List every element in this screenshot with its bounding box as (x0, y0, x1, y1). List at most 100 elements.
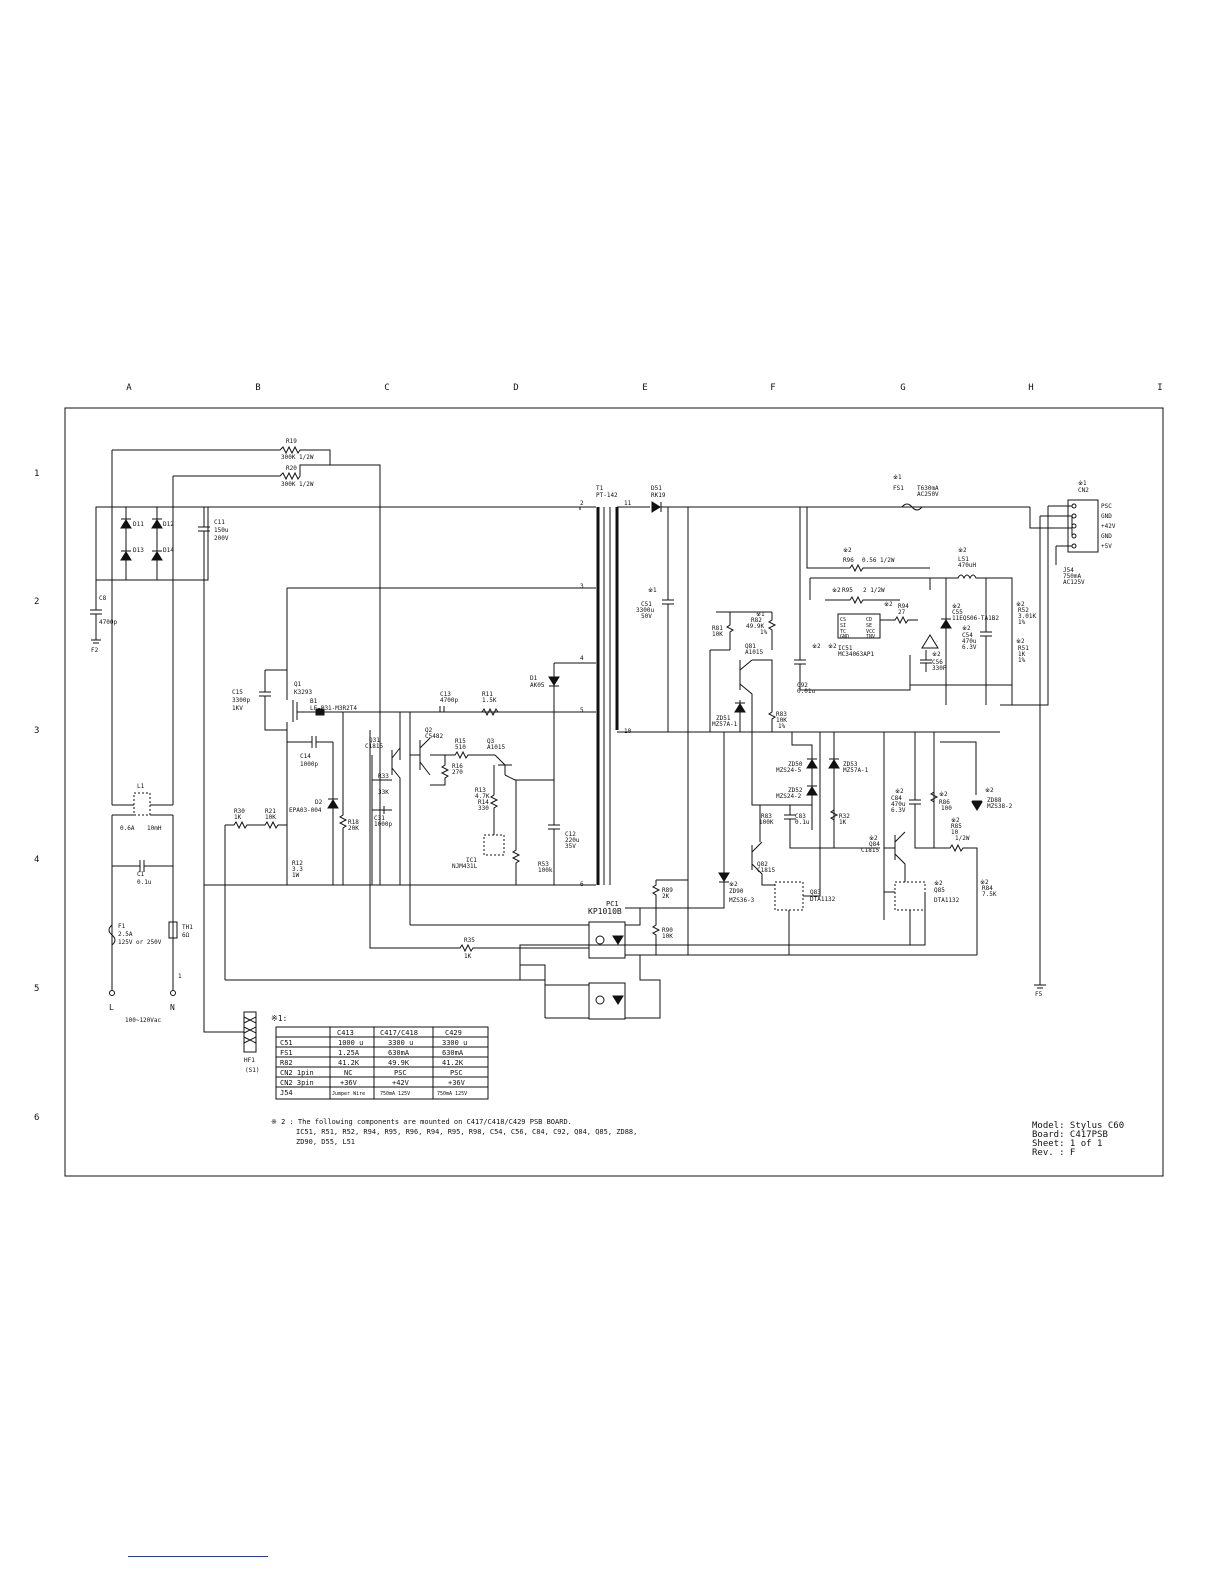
ic51-pin-label: TC (840, 629, 846, 635)
zd52-value: MZS24-2 (776, 793, 802, 800)
note2-block: ※ 2 : The following components are mount… (271, 1118, 637, 1146)
note2-line: ※ 2 : The following components are mount… (271, 1118, 572, 1126)
table-cell: C51 (280, 1039, 293, 1047)
table-cell: 630mA (388, 1049, 410, 1057)
r12-value: 3.3 (292, 866, 303, 873)
row-label: 6 (34, 1113, 39, 1123)
cn2-pin-label: GND (1101, 533, 1112, 540)
grid-column-labels: A B C D E F G H I (126, 383, 1162, 393)
d51-ref: D51 (651, 485, 662, 492)
ic51-ref: IC51 (838, 645, 853, 652)
r85-value: 10 (951, 829, 959, 836)
r21-value: 10K (265, 814, 276, 821)
t1-value: PT-142 (596, 492, 618, 499)
table-cell: R82 (280, 1059, 293, 1067)
column-label: I (1157, 383, 1162, 393)
r20-ref: R20 (286, 465, 297, 472)
r20-value: 300K 1/2W (281, 481, 314, 488)
ic51-pin-label: INV (866, 634, 875, 640)
q85-ref: Q85 (934, 887, 945, 894)
f2-label: F2 (91, 647, 99, 654)
c11-value: 150u (214, 527, 229, 534)
d1-value: AK05 (530, 682, 545, 689)
zd90-note-mark: ※2 (729, 881, 738, 888)
t1-pin-3: 3 (580, 583, 584, 590)
r83-value: 10K (776, 717, 787, 724)
r94-value: 27 (898, 609, 906, 616)
column-label: F (770, 383, 775, 393)
r15-value: 510 (455, 744, 466, 751)
q83-ref: Q83 (810, 889, 821, 896)
zd50-value: MZS24-5 (776, 767, 802, 774)
r82-note-mark: ※1 (756, 611, 765, 618)
column-label: E (642, 383, 647, 393)
r13-value: 4.7K (475, 793, 490, 800)
r52-note-mark: ※2 (1016, 601, 1025, 608)
r19-ref: R19 (286, 438, 297, 445)
r51-tolerance: 1% (1018, 657, 1026, 664)
c51-ref: C51 (641, 601, 652, 608)
q1-ref: Q1 (294, 681, 302, 688)
r32-ref: R32 (839, 813, 850, 820)
c84-note-mark: ※2 (895, 788, 904, 795)
zd53-value: MZ57A-1 (843, 767, 869, 774)
q85-value: DTA1132 (934, 897, 960, 904)
r18-ref: R18 (348, 819, 359, 826)
r90-ref: R90 (662, 927, 673, 934)
line-l-label: L (109, 1003, 114, 1012)
l51-ref: L51 (958, 556, 969, 563)
q82-value: C1815 (757, 867, 775, 874)
ic1-value: NJM431L (452, 863, 478, 870)
column-label: A (126, 383, 132, 393)
c15-ref: C15 (232, 689, 243, 696)
c11-ref: C11 (214, 519, 225, 526)
column-label: D (513, 383, 518, 393)
c51-value: 3300u (636, 607, 654, 614)
column-label: B (255, 383, 260, 393)
d51-value: RK19 (651, 492, 666, 499)
f1-value: 2.5A (118, 931, 133, 938)
hf1-ref: HF1 (244, 1057, 255, 1064)
table-cell: 750mA 125V (437, 1091, 467, 1097)
r53-value: 100k (538, 867, 553, 874)
zd51-value: MZ57A-1 (712, 721, 738, 728)
r11-value: 1.5K (482, 697, 497, 704)
table-header-cell: C417/C418 (380, 1029, 418, 1037)
c83-ref: C83 (795, 813, 806, 820)
d13-label: D13 (133, 547, 144, 554)
t1-pin-5: 5 (580, 707, 584, 714)
r11-ref: R11 (482, 691, 493, 698)
ic51-value: MC34063AP1 (838, 651, 875, 658)
d11-label: D11 (133, 521, 144, 528)
row-label: 4 (34, 855, 39, 865)
r82-ref: R82 (751, 617, 762, 624)
zd50-ref: ZD50 (788, 761, 803, 768)
table-cell: +42V (392, 1079, 410, 1087)
q31-value: C1815 (365, 743, 383, 750)
d12-label: D12 (163, 521, 174, 528)
fs1-ref: FS1 (893, 485, 904, 492)
q85-note-mark: ※2 (934, 880, 943, 887)
cn2-ref: CN2 (1078, 487, 1089, 494)
r51-ref: R51 (1018, 645, 1029, 652)
primary-section: T1 PT-142 2 3 4 5 6 11 10 C15 3300p 1KV … (204, 485, 632, 980)
c55-ref: C55 (952, 609, 963, 616)
c84-ref: C84 (891, 795, 902, 802)
title-revision: Rev. : F (1032, 1148, 1075, 1158)
c31-ref: C31 (374, 815, 385, 822)
title-model: Model: Stylus C60 (1032, 1121, 1124, 1131)
c56-note-mark: ※2 (932, 651, 941, 658)
title-sheet: Sheet: 1 of 1 (1032, 1139, 1102, 1149)
r52-ref: R52 (1018, 607, 1029, 614)
ac-input-label: 100~120Vac (125, 1017, 162, 1024)
table-cell: 630mA (442, 1049, 464, 1057)
c31-value: 1000p (374, 821, 392, 828)
r14-ref: R14 (478, 799, 489, 806)
q2-value: C5482 (425, 733, 443, 740)
c54-value: 470u (962, 638, 977, 645)
c51-voltage: 50V (641, 613, 652, 620)
table-cell: 1000 u (338, 1039, 363, 1047)
pc1-value: KP1010B (588, 907, 622, 916)
f1-ref: F1 (118, 923, 126, 930)
b1-value: LF-P31-M3R2T4 (310, 705, 357, 712)
